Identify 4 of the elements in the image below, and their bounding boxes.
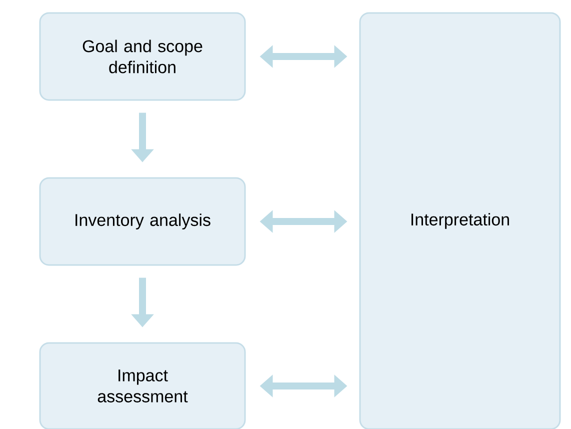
process-box: Goal and scope definition — [39, 12, 246, 101]
process-box: Inventory analysis — [39, 177, 246, 266]
process-box: Impact assessment — [39, 342, 246, 429]
interpretation-box: Interpretation — [359, 12, 561, 429]
